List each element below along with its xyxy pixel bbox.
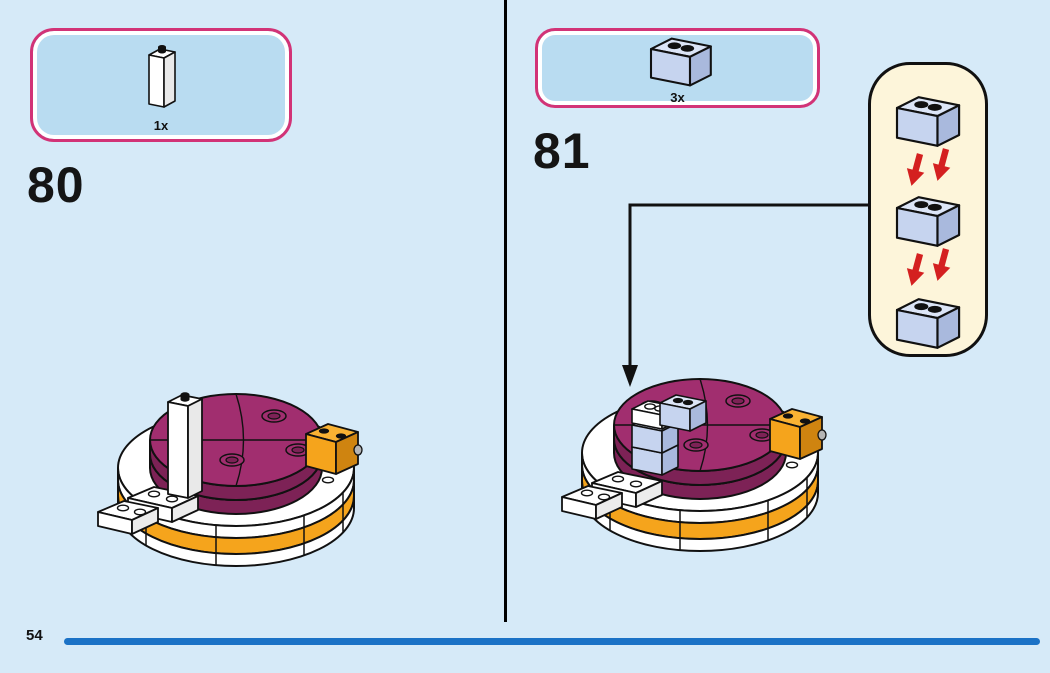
- white-tall-brick-placed: [167, 391, 203, 499]
- red-down-arrow-icon: [928, 146, 955, 183]
- step-number-81: 81: [533, 123, 591, 179]
- step-number-80: 80: [27, 157, 85, 213]
- light-blue-1x2-brick-icon: [895, 195, 960, 247]
- stacking-order-diagram: [895, 95, 960, 349]
- panel-divider: [504, 0, 507, 622]
- parts-box-step-80: 1x: [30, 28, 292, 142]
- guide-arrow: [622, 203, 870, 387]
- red-down-arrow-icon: [902, 151, 929, 188]
- light-blue-1x2-brick-icon: [649, 37, 712, 86]
- arrowhead-icon: [622, 365, 638, 387]
- footer-rule: [64, 638, 1040, 645]
- assembly-illustration-step-81: [500, 315, 860, 555]
- curved-base-with-magenta-plates: [98, 394, 362, 566]
- page-number: 54: [26, 627, 43, 644]
- subassembly-callout: [868, 62, 988, 357]
- red-down-arrow-icon: [902, 251, 929, 288]
- light-blue-1x2-brick-icon: [895, 297, 960, 349]
- red-down-arrow-icon: [928, 246, 955, 283]
- white-1x1-tall-brick-icon: [148, 44, 176, 108]
- part-count-label: 3x: [670, 89, 685, 105]
- parts-box-step-81: 3x: [535, 28, 820, 108]
- light-blue-1x2-brick-icon: [895, 95, 960, 147]
- part-count-label: 1x: [153, 117, 169, 133]
- assembly-illustration-step-80: [36, 391, 396, 570]
